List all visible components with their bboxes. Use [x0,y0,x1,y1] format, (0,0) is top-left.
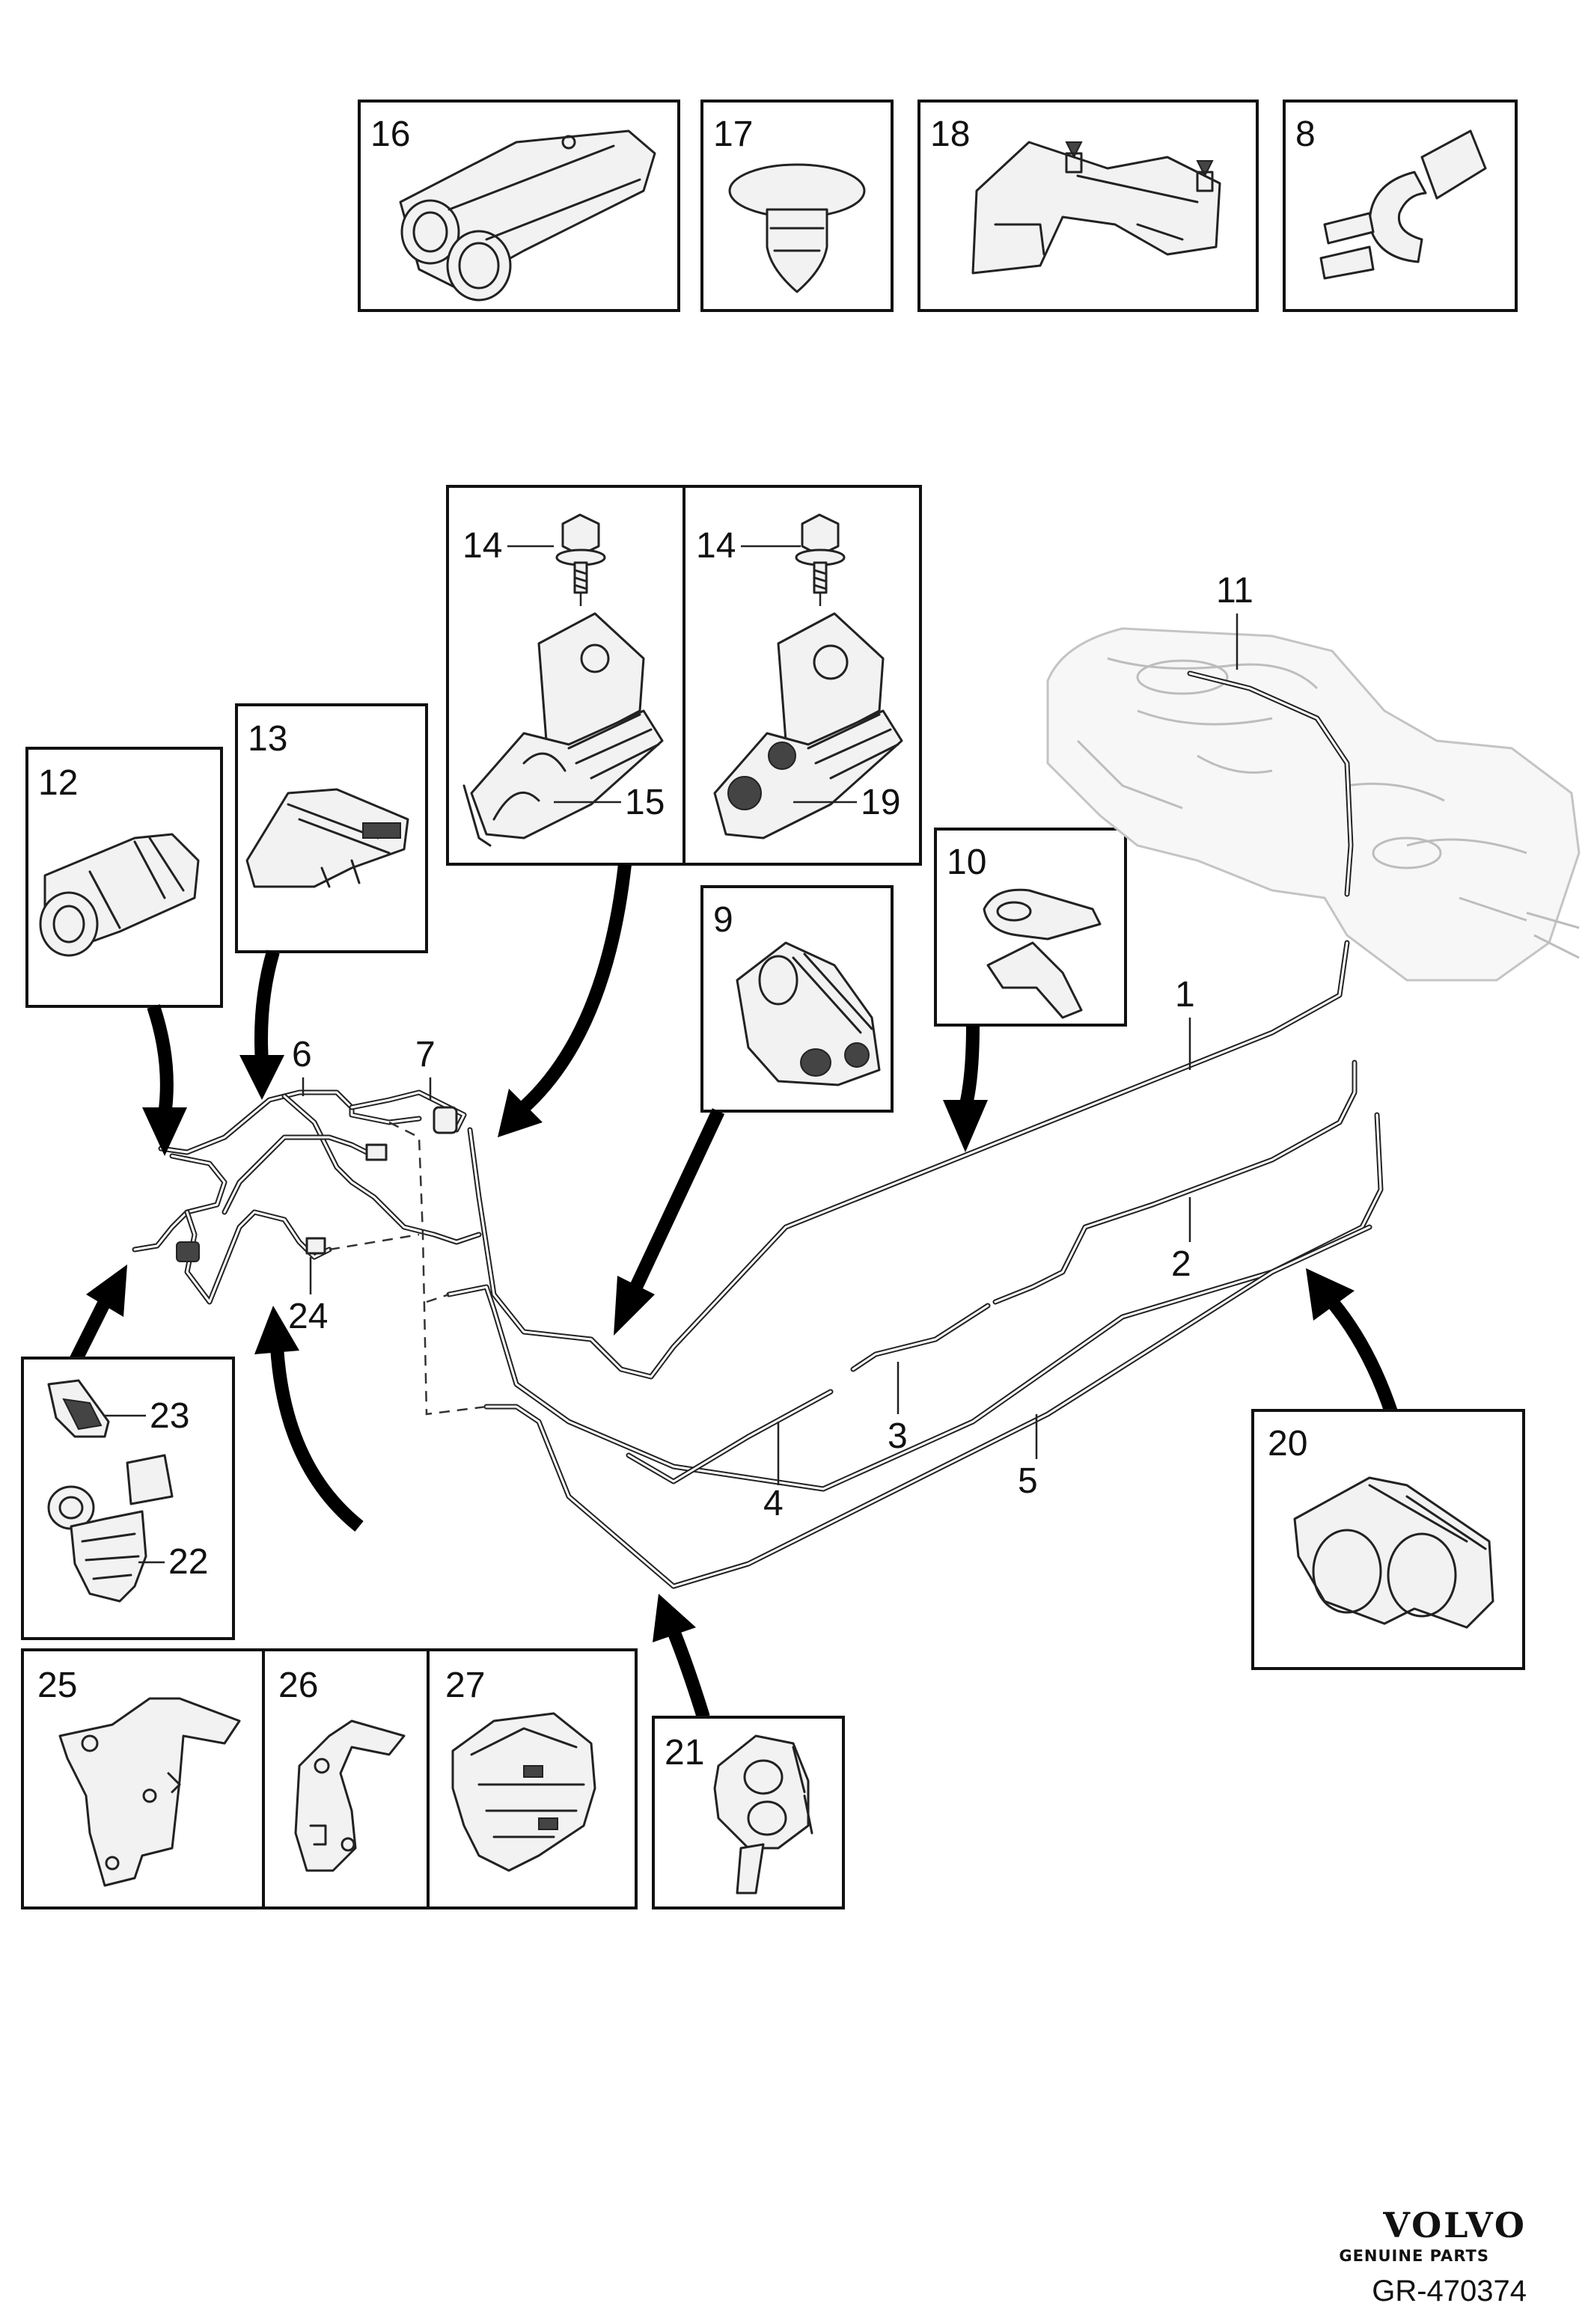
bracket-26-illustration [294,1719,406,1872]
bolt-14a-illustration [555,513,606,594]
fuel-tank-illustration [1046,627,1581,982]
part-box-16: 16 [358,100,680,312]
clip-8-illustration [1319,129,1487,280]
callout-6: 6 [292,1035,312,1074]
callout-14b: 14 [696,526,736,566]
callout-24: 24 [288,1297,328,1336]
arrow-25-to-hose [254,1306,364,1532]
callout-14a: 14 [462,526,502,566]
arrow-12-to-hose [142,1004,187,1156]
callout-25: 25 [37,1666,77,1705]
clip-9-illustration [736,941,881,1086]
callout-22: 22 [168,1542,208,1582]
part-box-12: 12 [25,747,223,1008]
part-box-13: 13 [235,703,428,953]
callout-10: 10 [947,843,986,882]
callout-9: 9 [713,900,733,940]
clip-21-illustration [713,1734,813,1895]
volvo-logo: VOLVO GENUINE PARTS [1339,2205,1527,2265]
callout-3: 3 [888,1416,908,1456]
arrow-20-to-line [1306,1268,1399,1416]
part-box-17: 17 [700,100,894,312]
connection-dashes [329,1121,487,1416]
arrow-9-to-line [614,1108,725,1336]
callout-21: 21 [665,1733,704,1773]
clip-13-illustration [245,788,409,888]
fuel-line-1: 1 [467,940,1350,1380]
clip-19-illustration [713,612,903,840]
clip-15-illustration [462,612,664,847]
part-box-21: 21 [652,1716,845,1909]
part-box-9: 9 [700,885,894,1113]
callout-11: 11 [1216,571,1253,611]
arrow-10-to-line [943,1024,988,1152]
callout-23: 23 [150,1396,189,1436]
arrow-13-to-hose [239,950,284,1100]
clip-23-illustration [47,1379,110,1438]
part-box-8: 8 [1283,100,1518,312]
bracket-10-illustration [983,888,1102,1019]
part-box-18: 18 [917,100,1259,312]
logo-text: VOLVO [1382,2205,1527,2245]
callout-5: 5 [1018,1461,1038,1501]
clip-20-illustration [1293,1476,1494,1629]
clip-16-illustration [399,129,656,302]
callout-1: 1 [1175,975,1195,1015]
callout-7: 7 [415,1035,436,1074]
connector-22-illustration [47,1454,174,1603]
part-box-22-23: 23 22 [21,1357,235,1640]
fuel-line-3: 3 [850,1303,991,1456]
clip-27-illustration [451,1712,596,1872]
part-box-10: 10 [934,828,1127,1027]
fuel-line-2: 2 [446,1059,1384,1492]
bolt-14b-illustration [795,513,846,594]
bracket-18-illustration [971,141,1221,275]
part-box-20: 20 [1251,1409,1525,1670]
callout-13: 13 [248,719,287,759]
clip-17-illustration [728,163,866,293]
part-box-25-26-27: 25 26 27 [21,1648,638,1909]
callout-15: 15 [625,783,665,822]
callout-4: 4 [763,1484,784,1523]
bracket-25-illustration [58,1697,241,1887]
callout-27: 27 [445,1666,485,1705]
callout-17: 17 [713,114,753,154]
callout-12: 12 [38,763,78,803]
arrow-21-to-line [653,1594,710,1719]
callout-18: 18 [930,114,970,154]
hose-assembly-6-7: 6 7 24 [132,1035,482,1336]
callout-26: 26 [278,1666,318,1705]
tube-11: 11 [1187,571,1354,897]
callout-20: 20 [1268,1424,1307,1464]
arrow-15-to-line [498,863,632,1137]
fuel-line-4: 4 [626,1389,834,1523]
arrow-22-to-hose [68,1265,127,1366]
part-box-14-15-19: 14 15 14 [446,485,922,866]
callout-2: 2 [1171,1244,1191,1284]
callout-8: 8 [1295,114,1316,154]
callout-19: 19 [861,783,900,822]
fuel-line-5: 5 [483,1224,1372,1589]
callout-16: 16 [370,114,410,154]
logo-subtext: GENUINE PARTS [1339,2247,1489,2265]
reference-code: GR-470374 [1372,2275,1527,2308]
connector-12-illustration [39,833,200,957]
